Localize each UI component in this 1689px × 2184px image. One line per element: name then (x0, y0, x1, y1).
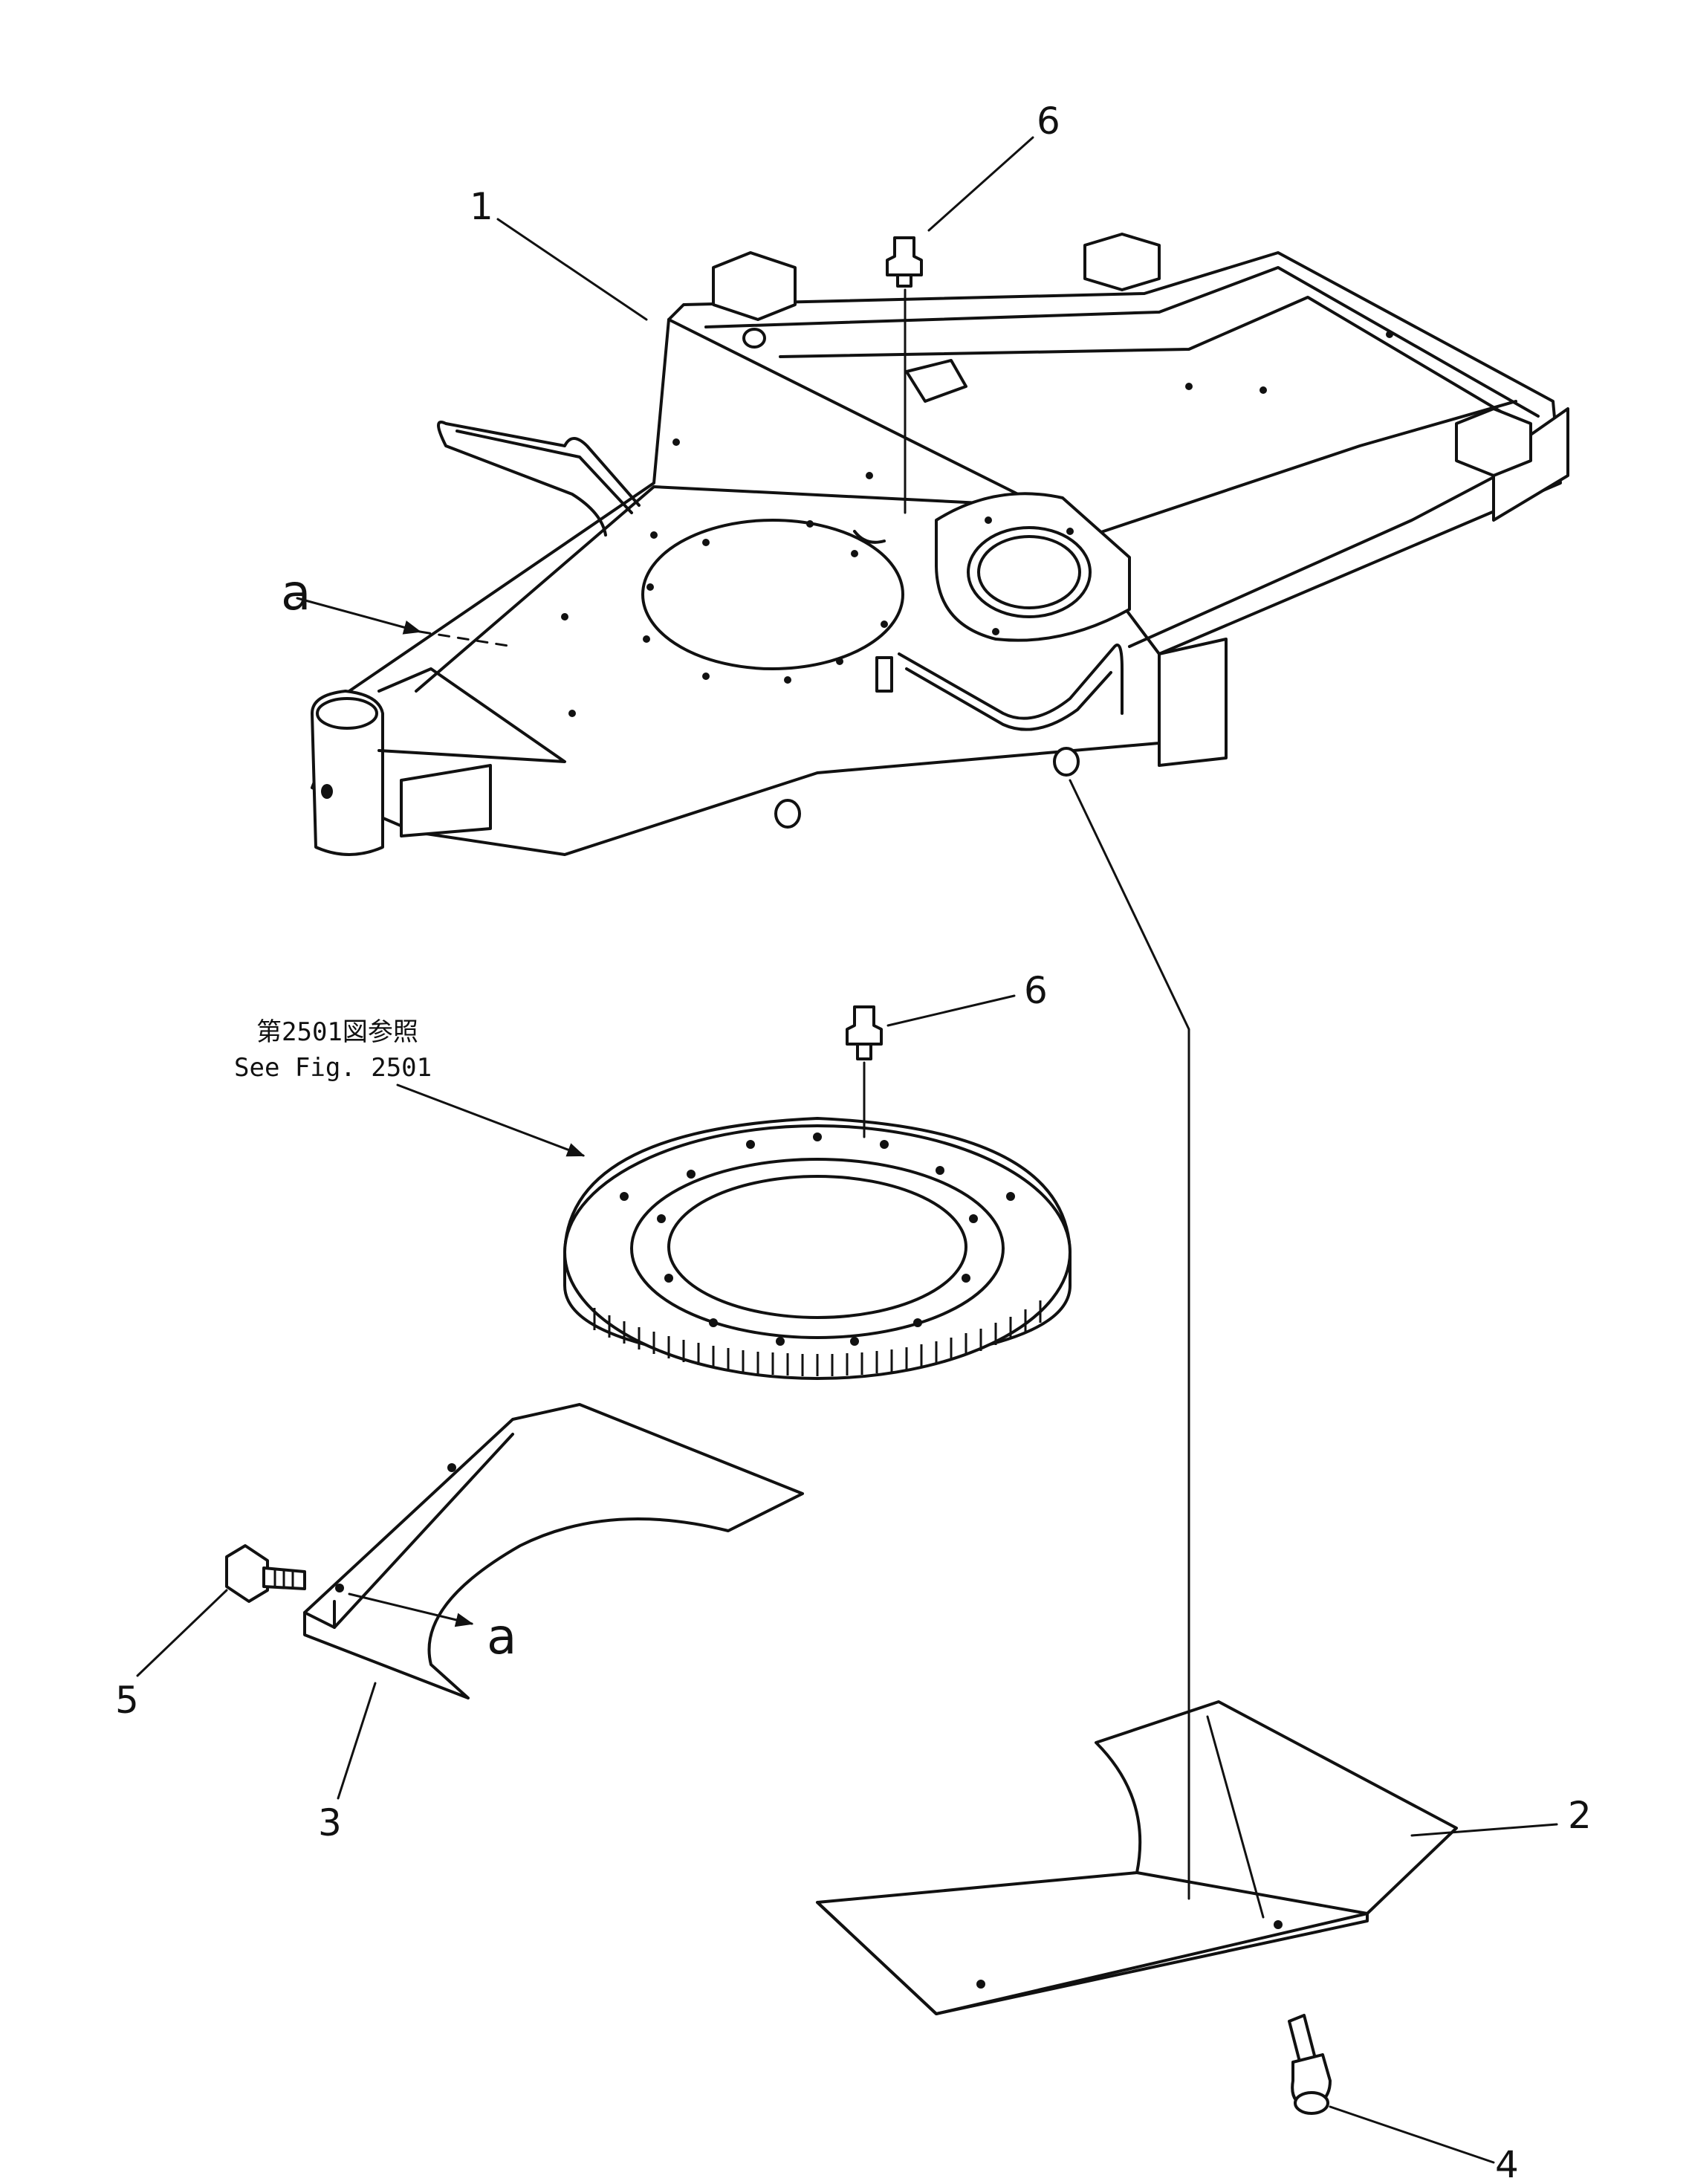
swing-circle (563, 1117, 1072, 1380)
callout-1: 1 (470, 185, 493, 228)
callout-6-mid: 6 (1024, 969, 1048, 1012)
cover-right (816, 1700, 1458, 2015)
frame-bolt-holes (561, 331, 1393, 717)
grease-fitting-mid (846, 1005, 883, 1060)
gear-teeth (593, 1300, 1042, 1376)
bolt-4 (1288, 2014, 1332, 2115)
callout-a-bottom: a (487, 1608, 516, 1665)
grease-fitting-top (886, 236, 923, 288)
callout-2: 2 (1568, 1794, 1592, 1837)
callout-6-top: 6 (1037, 100, 1060, 143)
swing-circle-bolt-holes (620, 1132, 1015, 1346)
revolving-frame (311, 233, 1569, 856)
callout-a-top: a (281, 564, 311, 621)
cover-left (303, 1403, 804, 1699)
leader-lines (136, 136, 1558, 2164)
callout-4: 4 (1495, 2143, 1519, 2184)
reference-note-en: See Fig. 2501 (234, 1053, 432, 1083)
callout-3: 3 (318, 1801, 342, 1844)
bolt-5 (225, 1544, 306, 1603)
reference-note-jp: 第2501図参照 (256, 1017, 418, 1047)
callout-5: 5 (115, 1679, 139, 1722)
